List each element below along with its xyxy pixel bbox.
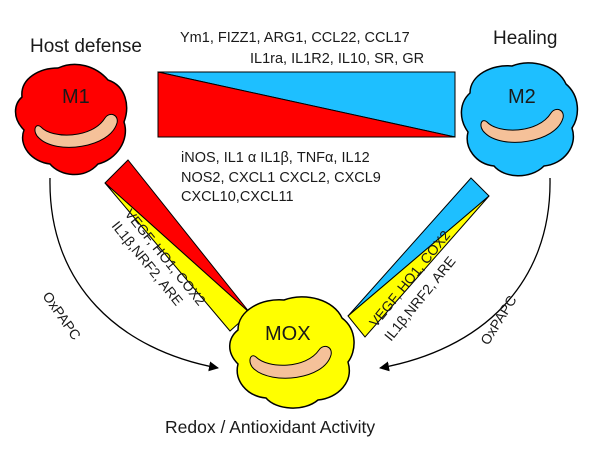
oxpapc-left-label: OxPAPC xyxy=(40,289,85,343)
m1-genes-line2: NOS2, CXCL1 CXCL2, CXCL9 xyxy=(181,170,381,186)
footer-title: Redox / Antioxidant Activity xyxy=(165,417,375,437)
mox-cell: MOX xyxy=(229,296,355,409)
m1-wedge-top xyxy=(157,71,456,138)
mox-nucleus xyxy=(249,345,332,379)
m1-genes-line1: iNOS, IL1 α IL1β, TNFα, IL12 xyxy=(181,150,370,166)
healing-title: Healing xyxy=(493,28,557,49)
m1-cell-body xyxy=(14,63,128,176)
host-defense-title: Host defense xyxy=(30,36,142,57)
m1-cell: M1 xyxy=(14,63,128,176)
m2-genes-line2: IL1ra, IL1R2, IL10, SR, GR xyxy=(250,51,424,67)
m2-label: M2 xyxy=(508,86,536,108)
mox-label: MOX xyxy=(265,323,311,345)
m2-genes-line1: Ym1, FIZZ1, ARG1, CCL22, CCL17 xyxy=(180,30,410,46)
mox-cell-body xyxy=(229,296,355,409)
m2-nucleus xyxy=(480,108,564,143)
mox-wedge-right xyxy=(347,195,490,338)
oxpapc-arrow-right xyxy=(379,177,551,372)
m1-label: M1 xyxy=(62,86,90,108)
oxpapc-arrow-left xyxy=(49,177,219,372)
mox-wedge-left xyxy=(104,182,251,332)
oxpapc-right-label: OxPAPC xyxy=(477,292,520,347)
m1-nucleus xyxy=(34,113,118,148)
m1-genes-line3: CXCL10,CXCL11 xyxy=(181,189,294,205)
m2-cell: M2 xyxy=(460,62,579,177)
m2-cell-body xyxy=(460,62,579,177)
